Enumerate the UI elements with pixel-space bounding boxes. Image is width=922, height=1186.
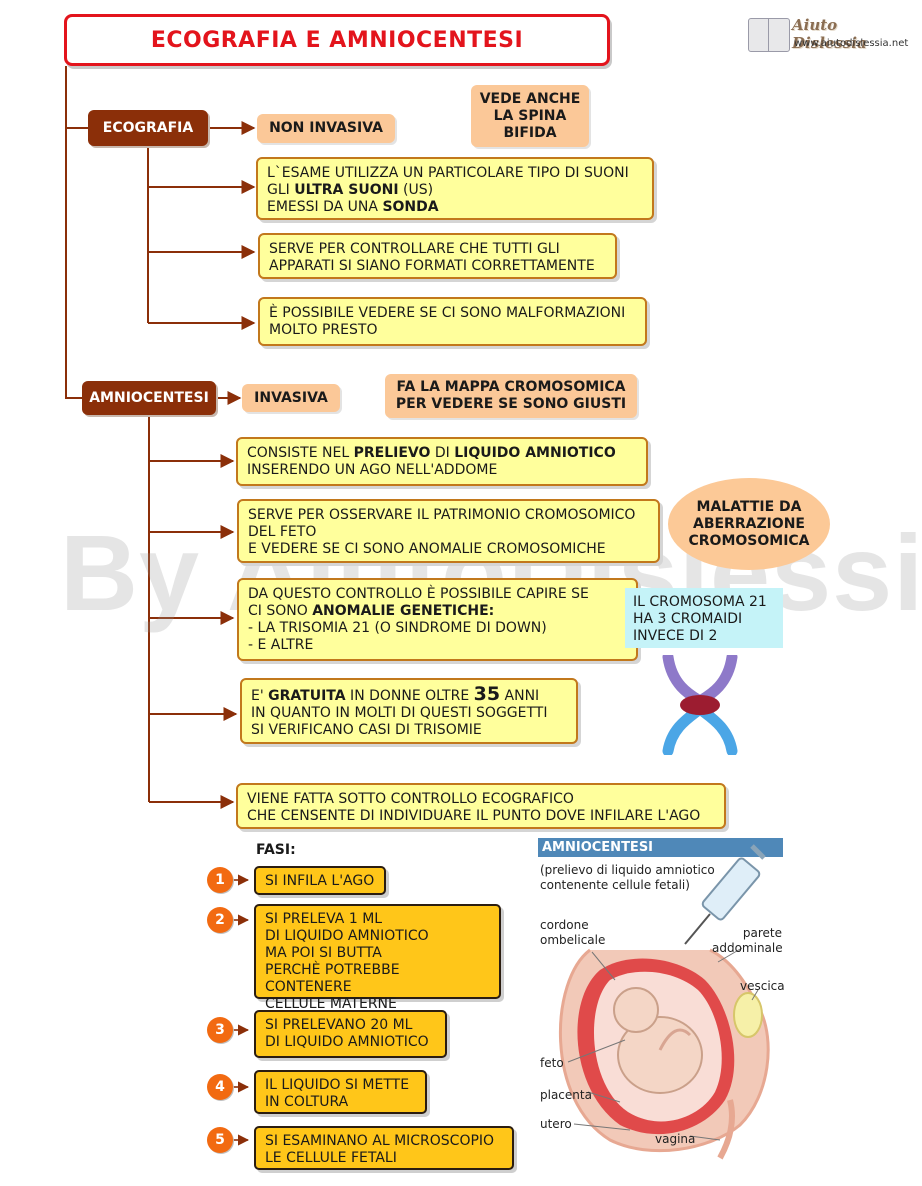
- book-icon: [748, 18, 790, 52]
- text-span: CI SONO: [248, 603, 313, 619]
- text-line: - LA TRISOMIA 21 (O SINDROME DI DOWN): [248, 620, 547, 636]
- text-bold: ULTRA SUONI: [294, 182, 399, 198]
- text-line: GLI ULTRA SUONI (US): [267, 182, 644, 199]
- syringe-icon: [684, 844, 766, 945]
- step-4: IL LIQUIDO SI METTE IN COLTURA: [254, 1070, 427, 1114]
- text-bold: ANOMALIE GENETICHE:: [312, 603, 495, 619]
- chromosome-icon: [662, 655, 738, 755]
- text-bold: LIQUIDO AMNIOTICO: [454, 445, 616, 461]
- text-line: - E ALTRE: [248, 637, 314, 653]
- text-span: E': [251, 688, 269, 704]
- ecografia-type: NON INVASIVA: [257, 114, 395, 143]
- amniocentesis-illustration: [559, 844, 770, 1160]
- text-line: CONSISTE NEL PRELIEVO DI LIQUIDO AMNIOTI…: [247, 445, 638, 462]
- step-5: SI ESAMINANO AL MICROSCOPIO LE CELLULE F…: [254, 1126, 514, 1170]
- aberrazione-ellipse: MALATTIE DA ABERRAZIONE CROMOSOMICA: [668, 478, 830, 570]
- step-1: SI INFILA L'AGO: [254, 866, 386, 895]
- text-line: INSERENDO UN AGO NELL'ADDOME: [247, 462, 498, 478]
- label-feto: feto: [540, 1056, 564, 1070]
- step-number: 3: [207, 1017, 233, 1043]
- text-span: DI: [430, 445, 455, 461]
- text-span: GLI: [267, 182, 295, 198]
- step-number: 4: [207, 1074, 233, 1100]
- illustration-title: AMNIOCENTESI: [538, 838, 783, 857]
- ecografia-node: ECOGRAFIA: [88, 110, 208, 146]
- logo-url: www.aiutodislessia.net: [794, 38, 909, 49]
- step-3: SI PRELEVANO 20 ML DI LIQUIDO AMNIOTICO: [254, 1010, 447, 1058]
- text-line: DA QUESTO CONTROLLO È POSSIBILE CAPIRE S…: [248, 586, 589, 602]
- text-line: E' GRATUITA IN DONNE OLTRE 35 ANNI: [251, 683, 568, 705]
- amniocentesi-item-4: E' GRATUITA IN DONNE OLTRE 35 ANNI IN QU…: [240, 678, 578, 744]
- text-line: IN QUANTO IN MOLTI DI QUESTI SOGGETTI: [251, 705, 548, 721]
- label-utero: utero: [540, 1117, 572, 1131]
- page-title: ECOGRAFIA E AMNIOCENTESI: [64, 14, 610, 66]
- text-span: ANNI: [500, 688, 540, 704]
- amniocentesi-note: FA LA MAPPA CROMOSOMICA PER VEDERE SE SO…: [385, 374, 637, 418]
- text-span: (US): [398, 182, 434, 198]
- text-span: IN DONNE OLTRE: [345, 688, 474, 704]
- ecografia-item-1: L`ESAME UTILIZZA UN PARTICOLARE TIPO DI …: [256, 157, 654, 220]
- ecografia-item-3: È POSSIBILE VEDERE SE CI SONO MALFORMAZI…: [258, 297, 647, 346]
- amniocentesi-item-2: SERVE PER OSSERVARE IL PATRIMONIO CROMOS…: [237, 499, 660, 563]
- text-bold: SONDA: [382, 199, 439, 215]
- step-number: 1: [207, 867, 233, 893]
- amniocentesi-type: INVASIVA: [242, 384, 340, 412]
- text-bold: PRELIEVO: [353, 445, 431, 461]
- logo: Aiuto Dislessia www.aiutodislessia.net: [748, 14, 908, 54]
- text-bold: GRATUITA: [268, 688, 346, 704]
- amniocentesi-item-5: VIENE FATTA SOTTO CONTROLLO ECOGRAFICO C…: [236, 783, 726, 829]
- text-line: CI SONO ANOMALIE GENETICHE:: [248, 603, 628, 620]
- label-vescica: vescica: [740, 979, 785, 993]
- text-span: CONSISTE NEL: [247, 445, 354, 461]
- text-line: SI VERIFICANO CASI DI TRISOMIE: [251, 722, 482, 738]
- cromosoma-note: IL CROMOSOMA 21 HA 3 CROMAIDI INVECE DI …: [625, 588, 783, 648]
- label-vagina: vagina: [655, 1132, 696, 1146]
- amniocentesi-item-1: CONSISTE NEL PRELIEVO DI LIQUIDO AMNIOTI…: [236, 437, 648, 486]
- text-line: L`ESAME UTILIZZA UN PARTICOLARE TIPO DI …: [267, 165, 629, 181]
- label-cordone: cordone ombelicale: [540, 918, 606, 947]
- ecografia-item-2: SERVE PER CONTROLLARE CHE TUTTI GLI APPA…: [258, 233, 617, 279]
- logo-name: Aiuto Dislessia: [792, 16, 867, 52]
- text-line: EMESSI DA UNA SONDA: [267, 199, 644, 216]
- fasi-label: FASI:: [256, 842, 296, 858]
- step-number: 5: [207, 1127, 233, 1153]
- step-2: SI PRELEVA 1 ML DI LIQUIDO AMNIOTICO MA …: [254, 904, 501, 1012]
- text-big: 35: [473, 683, 501, 705]
- label-placenta: placenta: [540, 1088, 592, 1102]
- illustration-caption: (prelievo di liquido amniotico contenent…: [540, 863, 715, 892]
- amniocentesi-node: AMNIOCENTESI: [82, 381, 216, 415]
- label-parete: parete addominale: [712, 926, 783, 955]
- step-number: 2: [207, 907, 233, 933]
- ecografia-note: VEDE ANCHE LA SPINA BIFIDA: [471, 85, 589, 147]
- text-span: EMESSI DA UNA: [267, 199, 383, 215]
- amniocentesi-item-3: DA QUESTO CONTROLLO È POSSIBILE CAPIRE S…: [237, 578, 638, 661]
